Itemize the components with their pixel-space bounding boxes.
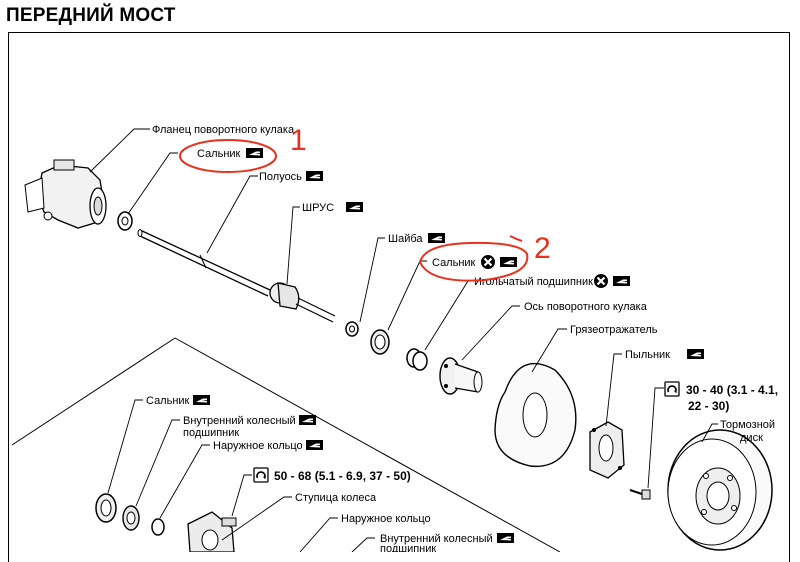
- label-cv-joint: ШРУС: [302, 202, 334, 214]
- label-brake-disc-1: Тормозной: [720, 419, 775, 431]
- knuckle-axle-part: [439, 357, 483, 395]
- label-torque-2: 50 - 68 (5.1 - 6.9, 37 - 50): [274, 469, 411, 483]
- leader-lines: [89, 128, 718, 552]
- needle-bearing-part: [406, 348, 428, 371]
- knuckle-flange-part: [24, 159, 107, 229]
- grease-icon: [346, 202, 363, 212]
- replace-x-icon: [479, 253, 497, 271]
- label-inner-bearing-1: Внутренний колесный: [183, 415, 296, 427]
- page-title: ПЕРЕДНИЙ МОСТ: [6, 5, 176, 26]
- label-washer: Шайба: [388, 233, 423, 245]
- torque-wrench-icon: [253, 467, 269, 483]
- label-seal-2: Сальник: [432, 257, 476, 269]
- grease-icon: [306, 440, 323, 450]
- annotation-number-1: 1: [290, 124, 307, 157]
- torque-wrench-icon: [664, 381, 680, 397]
- label-torque-1: 30 - 40 (3.1 - 4.1,: [686, 383, 778, 397]
- grease-icon: [613, 276, 630, 286]
- brake-disc-part: [667, 429, 773, 551]
- label-inner-bearing2-2: подшипник: [380, 543, 436, 552]
- label-inner-bearing2-1: Внутренний колесный: [380, 533, 493, 545]
- label-seal-1: Сальник: [197, 148, 241, 160]
- seal-ring-3: [95, 493, 117, 523]
- cv-joint-part: [269, 282, 336, 323]
- annotation-circle-2: [418, 235, 529, 282]
- label-flange: Фланец поворотного кулака: [152, 124, 295, 136]
- grease-icon: [500, 257, 517, 267]
- label-halfshaft: Полуось: [259, 171, 302, 183]
- inner-bearing-part: [122, 505, 140, 531]
- seal-ring-1: [117, 211, 133, 231]
- grease-icon: [687, 349, 704, 359]
- label-seal-3: Сальник: [146, 395, 190, 407]
- grease-icon: [497, 533, 514, 543]
- grease-icon: [193, 395, 210, 405]
- grease-icon: [306, 171, 323, 181]
- grease-icon: [428, 233, 445, 243]
- mud-guard-part: [494, 362, 577, 468]
- seal-ring-2: [370, 329, 390, 355]
- annotation-number-2: 2: [534, 232, 551, 265]
- annotation-circle-1: [179, 139, 277, 173]
- label-inner-bearing-2: подшипник: [183, 427, 239, 439]
- wheel-hub-part: [187, 511, 237, 552]
- grease-icon: [299, 415, 316, 425]
- label-dust-cover: Пыльник: [625, 349, 670, 361]
- label-brake-disc-2: диск: [740, 432, 763, 444]
- dust-cover-part: [589, 421, 625, 479]
- bolt-part: [629, 489, 651, 500]
- grease-icon: [246, 148, 263, 158]
- washer-part: [345, 321, 359, 337]
- label-knuckle-axle: Ось поворотного кулака: [524, 301, 648, 313]
- diagram-frame: [8, 32, 790, 562]
- label-hub: Ступица колеса: [295, 492, 377, 504]
- label-outer-race-2: Наружное кольцо: [341, 513, 431, 525]
- halfshaft-part: [137, 229, 271, 297]
- label-torque-1b: 22 - 30): [688, 399, 729, 413]
- outer-race-part: [151, 518, 165, 536]
- label-needle-bearing: Игольчатый подшипник: [474, 276, 593, 288]
- section-divider: [11, 337, 561, 552]
- replace-x-icon: [592, 272, 610, 290]
- label-mud-guard: Грязеотражатель: [570, 324, 658, 336]
- label-outer-race: Наружное кольцо: [213, 440, 303, 452]
